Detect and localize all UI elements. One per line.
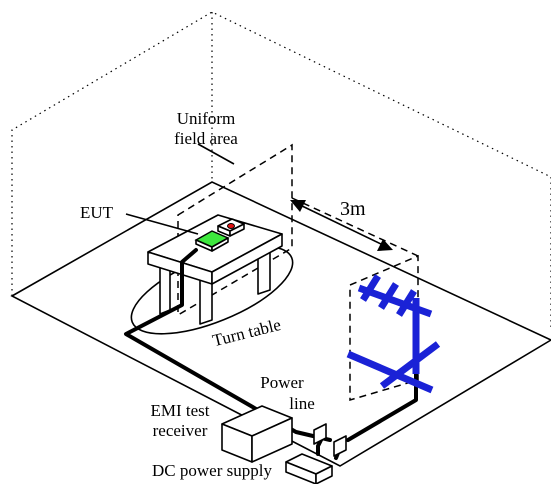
distance-dimension: [290, 197, 419, 257]
eut-device: [125, 213, 245, 252]
power-line-label-1: Power: [260, 373, 304, 392]
eut-label: EUT: [80, 203, 114, 222]
distance-label: 3m: [340, 198, 366, 220]
dimension-arrowhead-left: [290, 200, 306, 212]
dimension-arrowhead-right: [377, 239, 393, 251]
connector-box: [333, 435, 347, 457]
connector-box: [313, 423, 327, 445]
chamber-outline: [11, 11, 551, 330]
red-button: [227, 223, 235, 229]
emi-receiver-label-2: receiver: [153, 421, 208, 440]
table-top-side: [211, 233, 283, 285]
power-line-label-2: line: [289, 394, 315, 413]
antenna-element: [346, 350, 434, 394]
labels: Uniform field area EUT 3m Turn table Pow…: [80, 109, 366, 480]
emi-test-receiver: [221, 405, 293, 463]
test-table: [147, 214, 283, 325]
emi-receiver-label-1: EMI test: [150, 401, 209, 420]
power-line-connectors: [313, 423, 347, 457]
uniform-field-label-1: Uniform: [177, 109, 236, 128]
uniform-field-leader-line: [197, 143, 235, 165]
dc-power-supply-label: DC power supply: [152, 461, 272, 480]
receive-antenna: [346, 274, 441, 394]
dc-power-supply-box: [285, 453, 333, 484]
antenna-element: [379, 341, 441, 389]
uniform-field-label-2: field area: [174, 129, 238, 148]
uniform-field-area-plane: [177, 143, 293, 317]
eut-leader-line: [125, 213, 199, 235]
eut-cable: [124, 248, 332, 442]
